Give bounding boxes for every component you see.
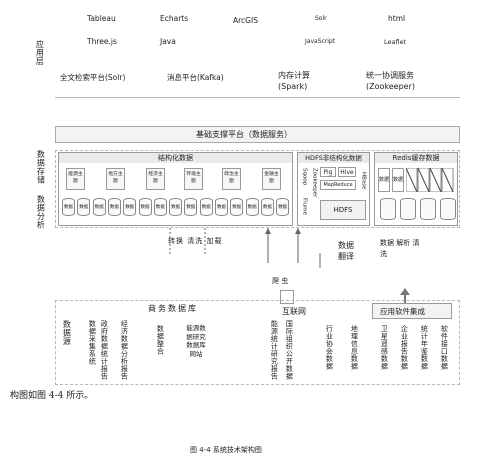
source-col-4: 数据整合 [156, 325, 165, 355]
source-col-6: 国际组织公开数据 [285, 320, 294, 380]
app-integration-label: 应用软件集成 [380, 307, 425, 316]
service-kafka: 消息平台(Kafka) [167, 73, 224, 82]
parse-label: 数据 解析 清洗 [380, 239, 420, 258]
structured-data-cylinder: 数据 [276, 198, 290, 216]
redis-box: Redis缓存数据 [374, 152, 458, 226]
left-arrows [169, 228, 206, 256]
hdfs-mapreduce: MapReduce [320, 180, 356, 190]
app-item-tableau: Tableau [87, 14, 116, 23]
application-layer-label: 应用层 [35, 40, 45, 66]
hdfs-hdfs: HDFS [320, 200, 366, 220]
body-text: 构图如图 4-4 所示。 [10, 391, 94, 401]
structured-data-cylinder: 数据 [199, 198, 213, 216]
structured-data-cylinder: 数据 [62, 198, 75, 216]
structured-data-cylinder: 数据 [184, 198, 198, 216]
topic-environment: 环境主题 [184, 168, 203, 190]
center-arrows [265, 228, 321, 268]
storage-layer-frame [55, 150, 460, 228]
hdfs-pig: Pig [320, 167, 336, 177]
topic-local: 地方主题 [106, 168, 125, 190]
redis-cylinder-b [400, 198, 416, 220]
app-item-html: html [388, 14, 406, 23]
structured-data-title: 结构化数据 [59, 153, 292, 163]
service-solr: 全文检索平台(Solr) [60, 73, 126, 82]
hdfs-flume: Flume [301, 198, 308, 215]
app-item-arcgis: ArcGIS [233, 16, 258, 25]
structured-data-cylinder: 数据 [138, 198, 152, 216]
sources-frame [55, 300, 460, 385]
hdfs-zookeeper: Zookeeper [311, 168, 318, 198]
crawler-label: 爬 虫 [272, 277, 289, 285]
app-item-echarts: Echarts [160, 14, 189, 23]
hdfs-hbase: HBase [360, 172, 367, 190]
redis-cell-1: 数据 [378, 168, 390, 192]
source-col-12: 软件接口数据 [440, 325, 449, 370]
up-arrow-icon [400, 288, 410, 303]
crawler-box [280, 290, 294, 304]
business-db-label: 商务数据库 [148, 304, 198, 313]
source-col-3: 经济数据分析报告 [120, 320, 129, 380]
source-col-2: 政府数据统计报告 [100, 320, 109, 380]
top-divider [55, 97, 460, 98]
platform-bar: 基础支撑平台（数据服务） [55, 126, 460, 143]
app-item-javascript: JavaScript [305, 38, 336, 45]
redis-blocks [406, 168, 454, 192]
service-zookeeper: 统一协调服务(Zookeeper) [366, 71, 415, 91]
structured-data-cylinder: 数据 [230, 198, 244, 216]
redis-cylinder-c [420, 198, 436, 220]
platform-bar-label: 基础支撑平台（数据服务） [196, 130, 292, 139]
hdfs-sqoop: Sqoop [301, 168, 308, 186]
app-item-solr: Solr [315, 15, 327, 22]
sources-layer-label: 数据源 [62, 320, 72, 346]
source-col-10: 企业报告数据 [400, 325, 409, 370]
structured-data-cylinder: 数据 [260, 198, 274, 216]
app-item-threejs: Three.js [87, 37, 117, 46]
app-integration-box: 应用软件集成 [372, 303, 452, 319]
app-item-java: Java [160, 37, 176, 46]
topic-energy: 能源主题 [66, 168, 85, 190]
storage-layer-label: 数据存储 [36, 150, 46, 184]
redis-cylinder-d [440, 198, 456, 220]
structured-data-cylinder: 数据 [92, 198, 106, 216]
source-col-8: 地理信息数据 [350, 325, 359, 370]
structured-data-cylinder: 数据 [215, 198, 228, 216]
topic-economy: 经济主题 [146, 168, 165, 190]
internet-label: 互联网 [282, 307, 306, 316]
translate-label: 数据翻译 [338, 241, 354, 261]
figure-caption: 图 4-4 系统技术架构图 [190, 446, 262, 454]
redis-title: Redis缓存数据 [375, 153, 457, 163]
source-col-11: 统计年鉴数据 [420, 325, 429, 370]
structured-data-cylinder: 数据 [77, 198, 91, 216]
topic-finance: 金融主题 [262, 168, 281, 190]
app-item-leaflet: Leaflet [384, 38, 407, 46]
structured-data-cylinder: 数据 [123, 198, 137, 216]
hdfs-title: HDFS非结构化数据 [298, 153, 369, 163]
hdfs-hive: Hive [338, 167, 356, 177]
hdfs-box: HDFS非结构化数据 [297, 152, 370, 226]
structured-data-cylinder: 数据 [245, 198, 259, 216]
redis-cylinder-a [380, 198, 396, 220]
source-col-1: 数据采集系统 [88, 320, 97, 365]
etl-label: 转换 清洗 加载 [168, 237, 223, 245]
source-col-7: 行业协会数据 [325, 325, 334, 370]
redis-cell-2: 数据 [392, 168, 404, 192]
source-col-5: 能源统计研究报告 [270, 320, 279, 380]
service-spark: 内存计算(Spark) [278, 71, 310, 91]
structured-data-cylinder: 数据 [153, 198, 167, 216]
structured-data-cylinder: 数据 [107, 198, 121, 216]
structured-data-cylinder: 数据 [169, 198, 183, 216]
analysis-layer-label: 数据分析 [36, 195, 46, 229]
structured-data-box: 结构化数据 [58, 152, 293, 226]
source-col-9: 卫星遥感数据 [380, 325, 389, 370]
source-db-block: 能源数据研究数据库网站 [186, 324, 206, 358]
topic-politics: 政治主题 [222, 168, 241, 190]
